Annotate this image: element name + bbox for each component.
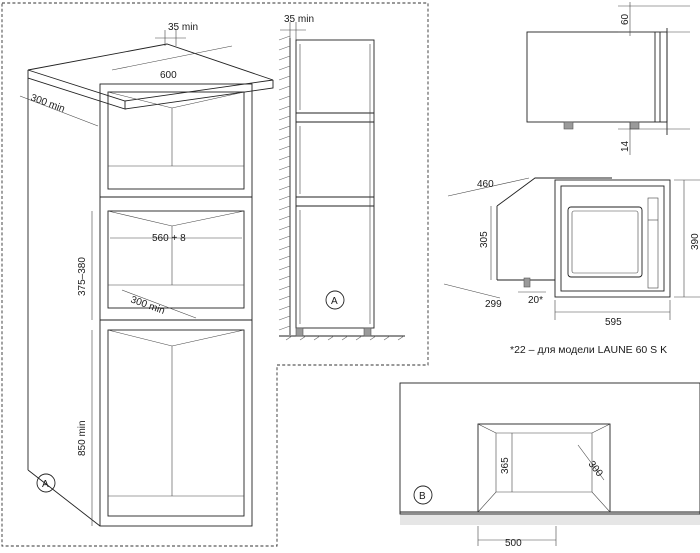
- dim-500: 500: [505, 538, 522, 548]
- circle-a-main-letter: A: [42, 479, 49, 490]
- circle-marker-b: [413, 485, 433, 505]
- dim-300-mid: 300 min: [129, 294, 166, 317]
- dashed-panel-border: [1, 2, 429, 547]
- dim-35-top: 35 min: [168, 22, 198, 33]
- dim-365: 365: [500, 457, 511, 474]
- dim-375-380: 375–380: [77, 257, 88, 296]
- dim-850: 850 min: [77, 420, 88, 456]
- microwave-iso: 460 305 390 299 20* 595: [443, 177, 700, 328]
- dim-595: 595: [605, 317, 622, 328]
- dim-300-b: 300: [586, 459, 605, 479]
- dim-300-top: 300 min: [29, 92, 66, 115]
- dim-305: 305: [479, 231, 490, 248]
- dim-299: 299: [485, 299, 502, 310]
- niche-detail-b: 365 300 500 B: [399, 382, 700, 549]
- circle-a-detail-letter: A: [331, 296, 338, 307]
- dim-60: 60: [620, 13, 631, 25]
- dim-14: 14: [620, 140, 631, 152]
- side-section: 35 min A: [278, 14, 405, 341]
- main-cabinet: [27, 43, 274, 527]
- dim-560: 560 + 8: [152, 233, 186, 244]
- dim-35-side: 35 min: [284, 14, 314, 25]
- dim-390: 390: [690, 233, 700, 250]
- dim-600: 600: [160, 70, 177, 81]
- footnote: *22 – для модели LAUNE 60 S K: [510, 344, 667, 356]
- circle-marker-a-detail: [325, 290, 345, 310]
- dim-460: 460: [477, 179, 494, 190]
- dim-20: 20*: [528, 295, 543, 306]
- oven-side-view: 60 14: [526, 2, 690, 155]
- circle-marker-a-main: [36, 473, 56, 493]
- circle-b-letter: B: [419, 491, 426, 502]
